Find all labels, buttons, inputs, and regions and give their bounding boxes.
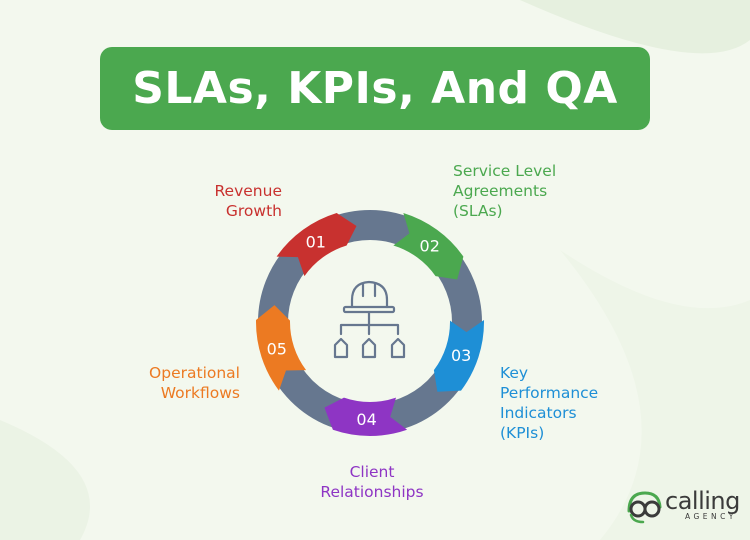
org-hierarchy-helmet-icon: [333, 280, 406, 359]
step-badge-04: [324, 397, 408, 437]
logo-wordmark: calling: [665, 487, 740, 515]
step-number-05: 05: [267, 340, 287, 359]
step-number-03: 03: [451, 346, 471, 365]
step-number-02: 02: [420, 237, 440, 256]
step-number-01: 01: [306, 233, 326, 252]
headset-logo-icon: [627, 491, 662, 524]
step-badge-05: [256, 305, 307, 391]
step-badge-01: [276, 212, 357, 277]
title-banner: SLAs, KPIs, And QA: [100, 47, 650, 130]
brand-logo: calling AGENCY: [625, 487, 743, 525]
step-badges: 01 02 03 04 05: [256, 212, 484, 437]
step-number-04: 04: [356, 410, 376, 429]
page-title: SLAs, KPIs, And QA: [132, 63, 618, 114]
step-badge-03: [433, 320, 484, 392]
logo-subtext: AGENCY: [685, 512, 737, 521]
step-badge-02: [393, 212, 464, 280]
